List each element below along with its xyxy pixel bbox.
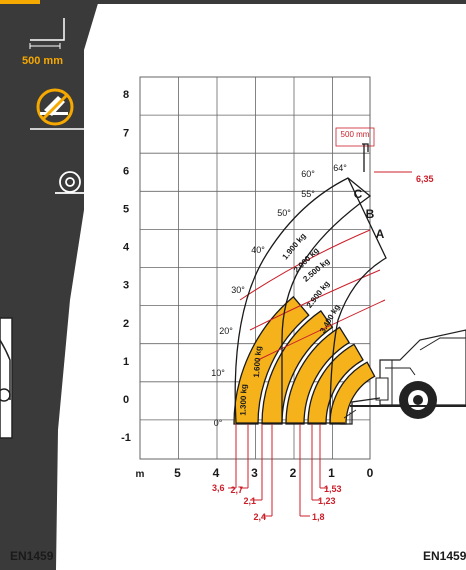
x-tick-label: m bbox=[136, 469, 145, 480]
x-tick-label: 2 bbox=[290, 466, 297, 480]
load-zone-band bbox=[261, 310, 334, 425]
x-tick-label: 0 bbox=[367, 466, 374, 480]
reach-marker-label: 1,53 bbox=[324, 484, 342, 494]
load-zone-band bbox=[307, 343, 364, 425]
load-zone-label: 1.600 kg bbox=[252, 346, 263, 378]
load-zone-band bbox=[329, 361, 376, 425]
boom-angle-label: 60° bbox=[301, 169, 315, 179]
reach-marker-label: 3,6 bbox=[212, 483, 225, 493]
y-tick-label: 7 bbox=[123, 127, 129, 139]
reach-marker-label: 2,7 bbox=[230, 485, 243, 495]
x-tick-label: 3 bbox=[251, 466, 258, 480]
y-tick-label: 6 bbox=[123, 165, 129, 177]
outrigger-offset-icon bbox=[29, 18, 65, 49]
y-tick-label: 4 bbox=[123, 242, 130, 254]
load-zone-label: 2.900 kg bbox=[305, 279, 332, 310]
chart-grid bbox=[139, 76, 371, 460]
boom-position-label: B bbox=[366, 207, 375, 221]
boom-position-label: A bbox=[376, 227, 385, 241]
fork-offset-label: 500 mm bbox=[341, 130, 370, 139]
fork-offset-marker: 500 mm 6,35 bbox=[335, 127, 434, 184]
y-tick-label: 0 bbox=[123, 394, 129, 406]
x-tick-label: 1 bbox=[328, 466, 335, 480]
boom-angle-label: 55° bbox=[301, 189, 315, 199]
boom-angle-label: 40° bbox=[251, 245, 265, 255]
load-zone-band bbox=[233, 295, 310, 425]
y-tick-label: 5 bbox=[123, 204, 129, 216]
standard-label-left: EN1459 bbox=[10, 549, 54, 563]
telehandler-silhouette bbox=[340, 329, 466, 425]
y-tick-label: 1 bbox=[123, 356, 129, 368]
reach-marker-label: 1,8 bbox=[312, 512, 325, 522]
boom-position-label: C bbox=[354, 187, 363, 201]
sidebar-panel: 500 mm bbox=[0, 0, 99, 570]
no-stabilizers-icon bbox=[30, 88, 86, 130]
reach-guides bbox=[235, 229, 386, 516]
boom-angle-label: 10° bbox=[211, 368, 225, 378]
boom-angle-label: 30° bbox=[231, 285, 245, 295]
boom-angle-label: 20° bbox=[219, 326, 233, 336]
y-tick-label: -1 bbox=[121, 432, 131, 444]
telehandler-clip-left bbox=[0, 317, 13, 439]
x-tick-label: 5 bbox=[174, 466, 181, 480]
max-height-label: 6,35 bbox=[416, 174, 434, 184]
boom-angle-label: 0° bbox=[214, 418, 223, 428]
y-tick-label: 8 bbox=[123, 89, 129, 101]
y-tick-label: 3 bbox=[123, 280, 129, 292]
y-tick-label: 2 bbox=[123, 318, 129, 330]
tyre-icon bbox=[55, 171, 85, 194]
reach-marker-label: 2,1 bbox=[243, 496, 256, 506]
load-zone-label: 1.300 kg bbox=[238, 384, 248, 416]
boom-outline bbox=[234, 177, 387, 424]
boom-angle-label: 64° bbox=[333, 163, 347, 173]
top-bar bbox=[0, 0, 466, 4]
reach-marker-label: 2,4 bbox=[253, 512, 266, 522]
offset-label: 500 mm bbox=[22, 55, 63, 67]
boom-angle-label: 50° bbox=[277, 208, 291, 218]
reach-marker-label: 1,23 bbox=[318, 496, 336, 506]
x-tick-label: 4 bbox=[213, 466, 220, 480]
standard-label-right: EN1459 bbox=[423, 549, 466, 563]
